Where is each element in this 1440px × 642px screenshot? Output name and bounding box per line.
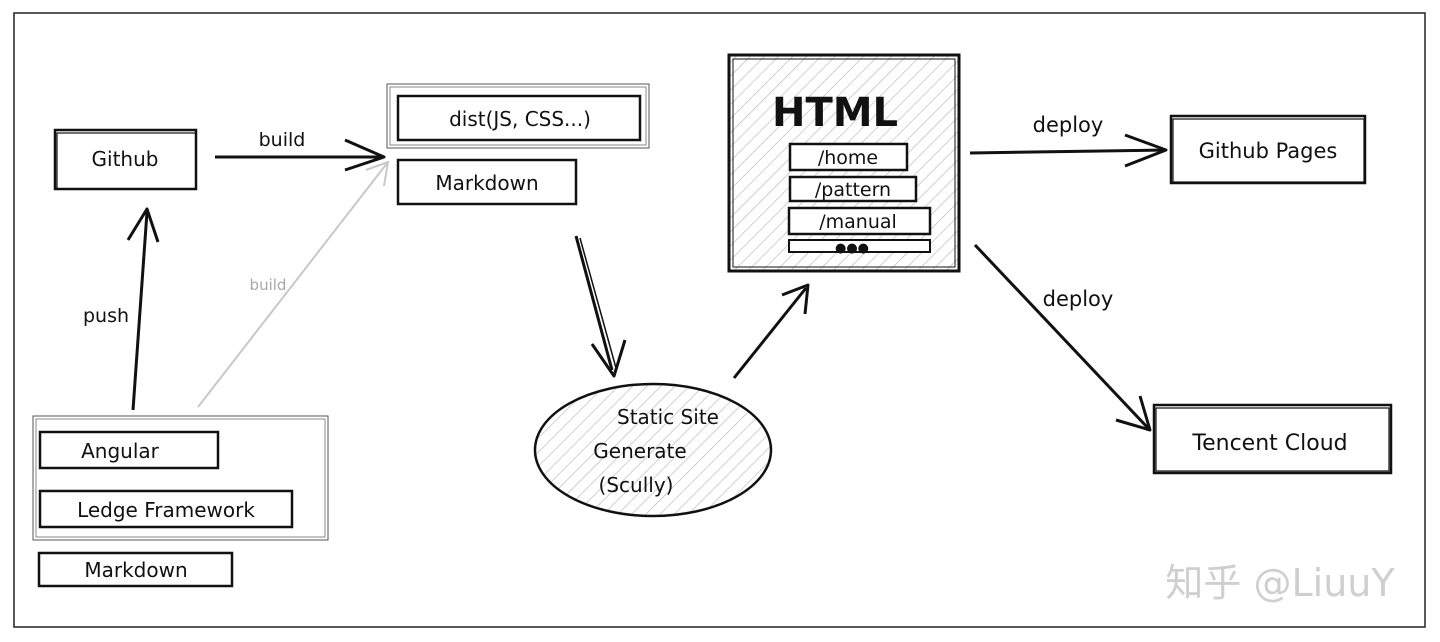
ledge-framework-label: Ledge Framework <box>77 498 255 522</box>
ssg-label-line2: Generate <box>593 439 686 463</box>
markdown-build-box <box>396 158 578 206</box>
github-pages-label: Github Pages <box>1199 139 1338 163</box>
route-pattern-box <box>788 175 918 203</box>
markdown-source-node: Markdown <box>37 551 234 588</box>
tencent-cloud-label: Tencent Cloud <box>1191 431 1347 456</box>
build-label: build <box>259 129 306 151</box>
markdown-build-label: Markdown <box>435 171 538 195</box>
github-node: Github <box>53 128 198 191</box>
ssg-label-line1: Static Site <box>617 405 719 429</box>
outer-frame <box>13 12 1426 628</box>
faint-build-label: build <box>250 276 287 294</box>
github-pages-node: Github Pages <box>1169 114 1367 185</box>
deploy-tencent-arrow: deploy <box>973 243 1152 432</box>
markdown-source-label: Markdown <box>84 558 187 582</box>
ssg-node: Static Site Generate (Scully) <box>533 382 773 518</box>
route-home-box <box>788 142 909 172</box>
html-title: HTML <box>772 90 898 136</box>
ssg-label-line3: (Scully) <box>599 473 674 497</box>
route-manual-box <box>787 206 932 236</box>
html-node: HTML /home /pattern /manual ●●● <box>727 53 961 273</box>
ledge-framework-box <box>38 489 294 529</box>
dist-label: dist(JS, CSS...) <box>449 107 591 131</box>
push-arrow: push <box>83 207 160 411</box>
build-output-group: dist(JS, CSS...) Markdown <box>386 83 650 206</box>
dist-box <box>396 94 642 142</box>
route-manual-label: /manual <box>819 211 897 233</box>
route-pattern-label: /pattern <box>815 179 891 201</box>
route-more-box <box>788 239 931 253</box>
angular-label: Angular <box>81 439 160 463</box>
deploy-pages-label: deploy <box>1033 113 1104 137</box>
watermark: 知乎 @LiuuY <box>1165 561 1395 605</box>
push-label: push <box>83 305 129 327</box>
source-group: Angular Ledge Framework <box>32 415 329 541</box>
github-label: Github <box>92 147 159 171</box>
tencent-cloud-node: Tencent Cloud <box>1152 403 1393 475</box>
deploy-pages-arrow: deploy <box>969 113 1168 168</box>
route-more-label: ●●● <box>835 241 869 256</box>
deploy-tencent-label: deploy <box>1043 287 1114 311</box>
route-home-label: /home <box>818 147 878 169</box>
generate-arrow <box>574 235 627 378</box>
ssg-to-html-arrow <box>732 283 810 379</box>
angular-box <box>38 430 220 470</box>
build-arrow: build <box>215 129 386 172</box>
faint-build-arrow: build <box>197 160 390 408</box>
